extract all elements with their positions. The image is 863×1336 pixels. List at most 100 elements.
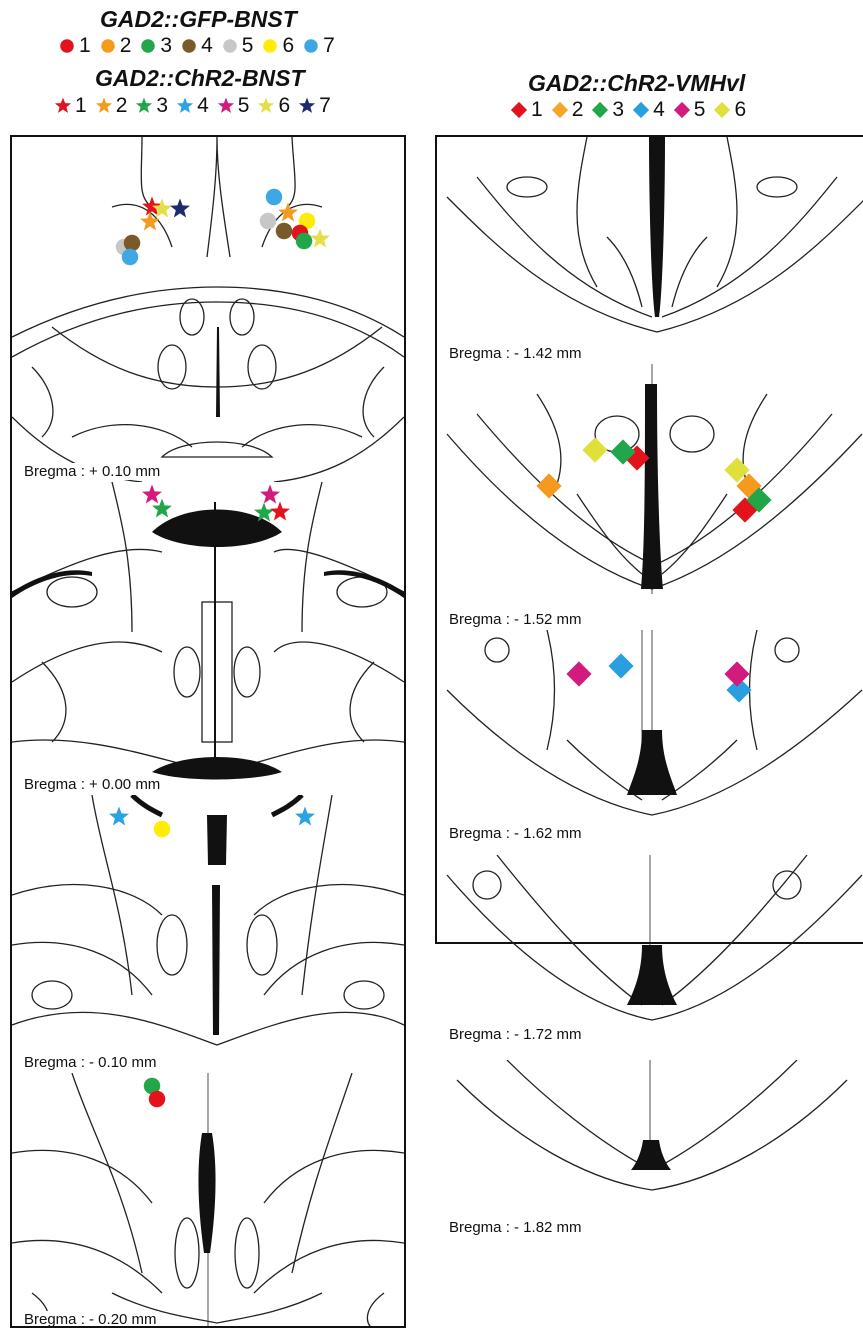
circle-marker-icon xyxy=(58,37,76,55)
legend-label: 5 xyxy=(238,94,250,118)
bregma-label: Bregma : - 0.20 mm xyxy=(22,1311,159,1328)
vmhvl-section-minus-1-82: Bregma : - 1.82 mm xyxy=(437,1060,863,1242)
legend-label: 3 xyxy=(160,34,172,58)
legend-label: 4 xyxy=(653,98,665,122)
injection-site-star-marker xyxy=(269,501,291,523)
bregma-label: Bregma : + 0.10 mm xyxy=(22,463,162,480)
atlas-section-outline xyxy=(437,630,863,844)
injection-site-diamond-marker xyxy=(745,486,773,514)
vmhvl-section-minus-1-72: Bregma : - 1.72 mm xyxy=(437,855,863,1055)
bnst-atlas-panel: Bregma : + 0.10 mm Bregma : + 0.00 mm xyxy=(10,135,406,1328)
legend-label: 5 xyxy=(242,34,254,58)
injection-site-star-marker xyxy=(169,198,191,220)
injection-site-diamond-marker xyxy=(581,436,609,464)
legend-label: 6 xyxy=(278,94,290,118)
legend-label: 2 xyxy=(116,94,128,118)
injection-site-diamond-marker xyxy=(565,660,593,688)
legend-label: 2 xyxy=(120,34,132,58)
star-marker-icon xyxy=(217,97,235,115)
atlas-section-outline xyxy=(437,855,863,1055)
injection-site-star-marker xyxy=(294,806,316,828)
legend-item-3: 3 xyxy=(591,98,624,122)
bnst-section-plus-0-00: Bregma : + 0.00 mm xyxy=(12,482,404,795)
bnst-section-minus-0-20: Bregma : - 0.20 mm xyxy=(12,1073,404,1328)
atlas-section-outline xyxy=(12,137,404,482)
vmhvl-section-minus-1-52: Bregma : - 1.52 mm xyxy=(437,364,863,630)
circle-marker-icon xyxy=(139,37,157,55)
diamond-marker-icon xyxy=(591,101,609,119)
legend-item-7: 7 xyxy=(298,94,331,118)
legend-item-1: 1 xyxy=(54,94,87,118)
bregma-label: Bregma : - 1.82 mm xyxy=(447,1219,584,1236)
chr2-vmhvl-title: GAD2::ChR2-VMHvl xyxy=(528,70,745,97)
injection-site-diamond-marker xyxy=(535,472,563,500)
bregma-label: Bregma : - 1.62 mm xyxy=(447,825,584,842)
injection-site-circle-marker xyxy=(119,246,141,268)
bnst-section-minus-0-10: Bregma : - 0.10 mm xyxy=(12,795,404,1073)
diamond-marker-icon xyxy=(673,101,691,119)
vmhvl-section-minus-1-62: Bregma : - 1.62 mm xyxy=(437,630,863,844)
legend-label: 1 xyxy=(75,94,87,118)
star-marker-icon xyxy=(135,97,153,115)
bregma-label: Bregma : - 1.72 mm xyxy=(447,1026,584,1043)
gfp-bnst-title: GAD2::GFP-BNST xyxy=(100,6,297,33)
legend-label: 6 xyxy=(734,98,746,122)
legend-item-1: 1 xyxy=(510,98,543,122)
legend-item-2: 2 xyxy=(551,98,584,122)
legend-item-4: 4 xyxy=(176,94,209,118)
legend-label: 2 xyxy=(572,98,584,122)
injection-site-star-marker xyxy=(151,498,173,520)
injection-site-diamond-marker xyxy=(607,652,635,680)
legend-label: 3 xyxy=(612,98,624,122)
legend-item-3: 3 xyxy=(135,94,168,118)
legend-item-5: 5 xyxy=(221,34,254,58)
legend-label: 1 xyxy=(531,98,543,122)
atlas-section-outline xyxy=(12,795,404,1073)
legend-item-2: 2 xyxy=(99,34,132,58)
circle-marker-icon xyxy=(221,37,239,55)
legend-item-4: 4 xyxy=(632,98,665,122)
vmhvl-atlas-panel: Bregma : - 1.42 mm Bregma : - 1.52 mm xyxy=(435,135,863,944)
legend-item-5: 5 xyxy=(217,94,250,118)
legend-item-5: 5 xyxy=(673,98,706,122)
bregma-label: Bregma : - 0.10 mm xyxy=(22,1054,159,1071)
legend-item-6: 6 xyxy=(261,34,294,58)
legend-label: 6 xyxy=(282,34,294,58)
circle-marker-icon xyxy=(180,37,198,55)
legend-item-4: 4 xyxy=(180,34,213,58)
atlas-section-outline xyxy=(12,1073,404,1328)
atlas-section-outline xyxy=(437,364,863,630)
legend-label: 1 xyxy=(79,34,91,58)
diamond-marker-icon xyxy=(551,101,569,119)
chr2-bnst-legend: 1 2 3 4 5 6 7 xyxy=(54,94,331,118)
chr2-bnst-title: GAD2::ChR2-BNST xyxy=(95,65,305,92)
injection-site-diamond-marker xyxy=(723,660,751,688)
legend-item-2: 2 xyxy=(95,94,128,118)
atlas-section-outline xyxy=(437,1060,863,1242)
legend-item-6: 6 xyxy=(713,98,746,122)
legend-item-7: 7 xyxy=(302,34,335,58)
bregma-label: Bregma : + 0.00 mm xyxy=(22,776,162,793)
circle-marker-icon xyxy=(261,37,279,55)
injection-site-star-marker xyxy=(309,228,331,250)
legend-label: 4 xyxy=(201,34,213,58)
star-marker-icon xyxy=(54,97,72,115)
star-marker-icon xyxy=(298,97,316,115)
atlas-section-outline xyxy=(437,137,863,364)
legend-label: 7 xyxy=(319,94,331,118)
legend-label: 3 xyxy=(156,94,168,118)
atlas-section-outline xyxy=(12,482,404,795)
star-marker-icon xyxy=(176,97,194,115)
circle-marker-icon xyxy=(99,37,117,55)
diamond-marker-icon xyxy=(632,101,650,119)
legend-label: 4 xyxy=(197,94,209,118)
legend-item-6: 6 xyxy=(257,94,290,118)
injection-site-diamond-marker xyxy=(609,438,637,466)
legend-item-1: 1 xyxy=(58,34,91,58)
bregma-label: Bregma : - 1.42 mm xyxy=(447,345,584,362)
injection-site-circle-marker xyxy=(146,1088,168,1110)
diamond-marker-icon xyxy=(713,101,731,119)
legend-item-3: 3 xyxy=(139,34,172,58)
